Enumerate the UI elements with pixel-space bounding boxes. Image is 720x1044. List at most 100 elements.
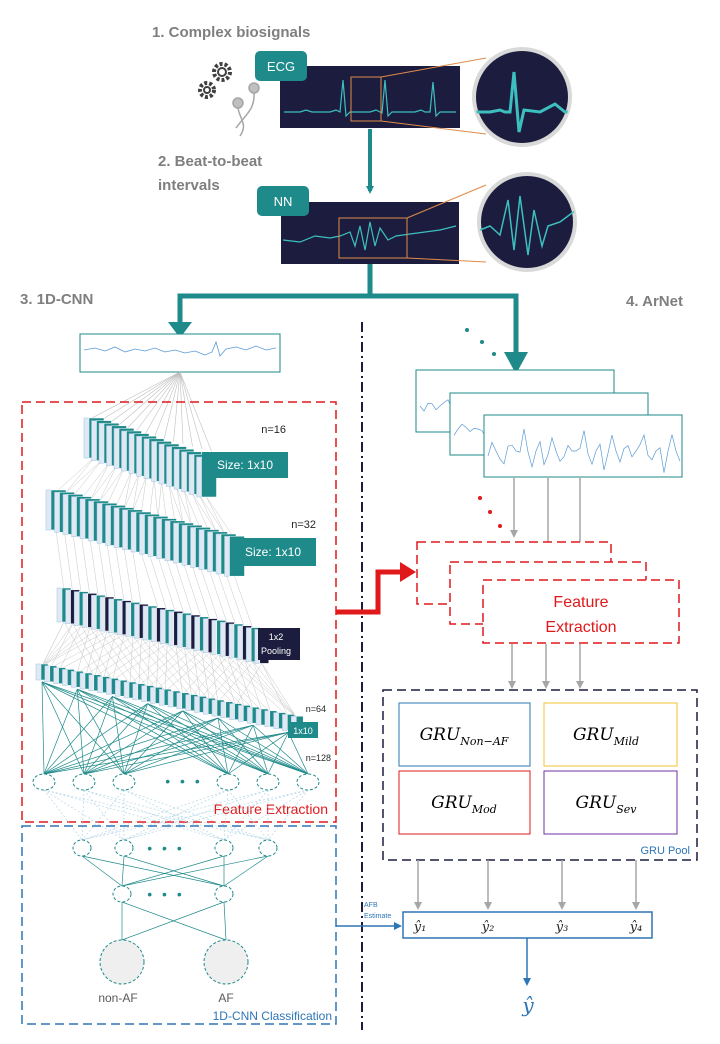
feature-map-edge — [202, 618, 209, 653]
feature-map-edge — [185, 614, 192, 650]
gru-sev-sub: Sev — [616, 803, 637, 816]
feature-map-edge — [96, 502, 103, 544]
feature-map-edge — [65, 589, 71, 625]
gru-sev-base: GRU — [576, 793, 617, 813]
feature-map-edge — [114, 679, 121, 697]
cnn-classification-box — [21, 825, 337, 1025]
feature-map-edge — [229, 703, 235, 720]
nn-zoom-lens — [477, 172, 577, 272]
gru-sev-label: GRUSev — [576, 793, 638, 816]
feature-map-edge — [116, 600, 123, 635]
feature-map-edge — [132, 683, 139, 701]
layer2-size: Size: 1x10 — [245, 545, 301, 559]
transfer-weights-arrow — [336, 569, 402, 615]
feature-map-edge — [198, 529, 205, 570]
output-non-af-label: non-AF — [98, 991, 137, 1005]
feature-map-edge — [207, 531, 213, 573]
estimates-box — [402, 911, 653, 939]
feature-map-edge — [245, 627, 252, 662]
feature-map-edge — [273, 712, 279, 729]
feature-map-edge — [82, 593, 89, 628]
feature-map-edge — [113, 428, 120, 469]
feature-map-edge — [151, 607, 157, 643]
cnn-conv-layer-1 — [83, 417, 217, 498]
dense-neuron — [296, 773, 320, 791]
branch-arrows — [177, 264, 519, 352]
feature-map-edge — [70, 670, 77, 688]
feature-map-edge — [264, 710, 271, 728]
step1-title: 1. Complex biosignals — [152, 24, 310, 41]
feature-map-edge — [237, 625, 243, 661]
feature-map-edge — [196, 456, 202, 498]
cnn-pool-layer — [56, 587, 270, 664]
afb-label-2: Estimate — [364, 913, 391, 920]
layer1-filters: n=16 — [261, 424, 286, 436]
feature-map-edge — [164, 520, 171, 562]
layer1-size-box — [202, 452, 288, 478]
feature-map-edge — [88, 500, 94, 542]
cnn-input-trace — [83, 340, 277, 357]
step3-title: 3. 1D-CNN — [20, 291, 93, 308]
estimate-4: ŷ₄ — [629, 920, 643, 935]
feature-map-edge — [156, 518, 162, 559]
feature-map-edge — [105, 505, 111, 546]
feature-extraction-title-2: Extraction — [545, 619, 616, 636]
feature-map-edge — [134, 603, 140, 639]
nn-badge — [257, 186, 309, 216]
gru-sev-box — [543, 770, 678, 835]
feature-map-edge — [97, 676, 103, 693]
feature-map-edge — [282, 714, 288, 731]
feature-map-edge — [246, 706, 253, 724]
feature-map-edge — [173, 448, 180, 490]
feature-map-edge — [228, 623, 235, 659]
feature-map-edge — [194, 616, 200, 652]
feature-map-edge — [106, 678, 112, 695]
feature-map-edge — [62, 669, 68, 686]
feature-map-edge — [44, 665, 51, 683]
cnn-input-connections — [87, 371, 212, 452]
gru-mod-box — [398, 770, 531, 835]
feature-map-edge — [91, 420, 97, 461]
ecg-badge-label: ECG — [267, 59, 295, 74]
layer4-filters: n=64 — [306, 704, 326, 714]
feature-map-edge — [158, 443, 165, 485]
gru-mod-base: GRU — [431, 793, 472, 813]
feature-map-edge — [123, 681, 130, 699]
arrows-features-to-gru — [508, 644, 584, 689]
feature-map-edge — [122, 509, 128, 551]
feature-map-edge — [151, 441, 157, 482]
gru-mild-box — [543, 702, 678, 767]
feature-map-edge — [159, 609, 166, 644]
feature-map-edge — [56, 587, 63, 623]
dense-neuron — [32, 773, 56, 791]
dense-neuron — [72, 773, 96, 791]
ecg-zoom-lens — [472, 47, 572, 147]
feature-map-edge — [139, 513, 145, 555]
gear-icon — [198, 62, 232, 99]
feature-map-edge — [150, 687, 156, 704]
feature-map-edge — [168, 611, 175, 646]
gru-mod-sub: Mod — [471, 803, 497, 816]
feature-map-edge — [224, 535, 230, 577]
ecg-signal-panel — [280, 66, 460, 128]
feature-map-edge — [121, 430, 127, 472]
dense-ellipsis: • • • — [165, 773, 202, 789]
hidden-neuron — [112, 885, 132, 903]
feature-map-edge — [142, 605, 149, 641]
hidden-neuron — [214, 885, 234, 903]
feature-map-edge — [173, 522, 179, 564]
output-neuron — [99, 939, 145, 985]
feature-map-edge — [211, 699, 218, 717]
feature-map-edge — [177, 612, 183, 648]
gru-pool-box — [382, 689, 698, 861]
gru-mild-label: GRUMild — [573, 725, 639, 748]
layer4-size-box — [288, 722, 318, 738]
dense-neuron — [256, 773, 280, 791]
estimate-2: ŷ₂ — [481, 920, 495, 935]
feature-map-edge — [53, 667, 59, 684]
feature-map-edge — [79, 672, 86, 690]
nn-badge-label: NN — [274, 194, 293, 209]
afb-label-1: AFB — [364, 902, 378, 909]
feature-map-edge — [202, 697, 209, 715]
